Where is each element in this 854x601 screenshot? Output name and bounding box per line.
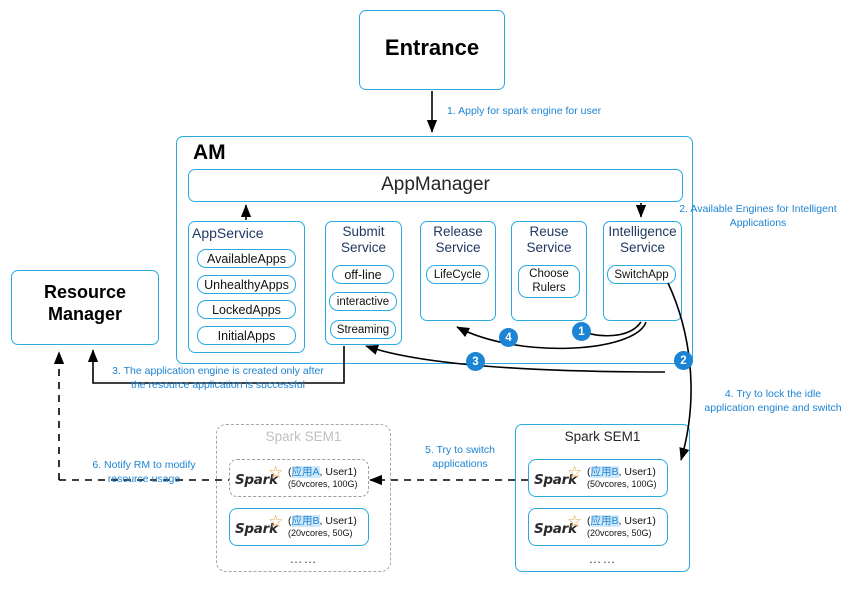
service-title-appservice: AppService: [192, 225, 264, 241]
engine-text: (应用A, User1) (50vcores, 100G): [287, 466, 368, 490]
step-badge-2: 2: [674, 351, 693, 370]
submitservice-item-offline[interactable]: off-line: [332, 265, 394, 284]
spark-wordmark: Spark: [235, 521, 278, 537]
annotation-1: 1. Apply for spark engine for user: [447, 105, 602, 117]
annotation-4: 4. Try to lock the idle application engi…: [704, 388, 842, 414]
engine-app-name: 应用B: [590, 466, 619, 479]
service-title-submitservice: Submit Service: [340, 224, 386, 255]
engine-app-name: 应用B: [291, 515, 320, 528]
engine-text: (应用B, User1) (20vcores, 50G): [287, 515, 368, 539]
sem-left-engine-1[interactable]: Spark ☆ (应用B, User1) (20vcores, 50G): [229, 508, 369, 546]
resource-manager-box[interactable]: [11, 270, 159, 345]
sem-right-box: [515, 424, 690, 572]
engine-user: User1: [325, 466, 354, 479]
spark-logo-icon: Spark ☆: [235, 512, 287, 540]
sem-left-engine-0[interactable]: Spark ☆ (应用A, User1) (50vcores, 100G): [229, 459, 369, 497]
appservice-item-initialapps[interactable]: InitialApps: [197, 326, 296, 345]
sem-right-title: Spark SEM1: [564, 429, 641, 444]
spark-wordmark: Spark: [235, 472, 278, 488]
engine-user: User1: [624, 515, 653, 528]
entrance-label: Entrance: [384, 35, 480, 60]
sem-right-ellipsis: ……: [588, 551, 617, 566]
spark-logo-icon: Spark ☆: [534, 463, 586, 491]
service-title-intelligenceservice: Intelligence Service: [608, 224, 677, 255]
sem-left-box: [216, 424, 391, 572]
engine-resources: (50vcores, 100G): [288, 478, 358, 489]
step-badge-4: 4: [499, 328, 518, 347]
appservice-item-availableapps[interactable]: AvailableApps: [197, 249, 296, 268]
sem-left-ellipsis: ……: [289, 551, 318, 566]
am-title: AM: [193, 141, 226, 164]
spark-star-icon: ☆: [268, 463, 284, 482]
engine-app-line: (应用B, User1): [288, 515, 357, 528]
spark-star-icon: ☆: [567, 512, 583, 531]
appmanager-label: AppManager: [381, 174, 490, 195]
engine-text: (应用B, User1) (50vcores, 100G): [586, 466, 667, 490]
intelligenceservice-item-switchapp[interactable]: SwitchApp: [607, 265, 676, 284]
service-title-reuseservice: Reuse Service: [526, 224, 572, 255]
sem-right-engine-1[interactable]: Spark ☆ (应用B, User1) (20vcores, 50G): [528, 508, 668, 546]
annotation-6: 6. Notify RM to modify resource usage: [92, 459, 196, 485]
appmanager-box[interactable]: [188, 169, 683, 202]
engine-app-line: (应用B, User1): [587, 466, 656, 479]
sem-left-title: Spark SEM1: [265, 429, 342, 444]
engine-app-name: 应用A: [291, 466, 320, 479]
submitservice-item-interactive[interactable]: interactive: [329, 292, 397, 311]
appservice-item-unhealthyapps[interactable]: UnhealthyApps: [197, 275, 296, 294]
engine-resources: (50vcores, 100G): [587, 478, 657, 489]
entrance-box[interactable]: [359, 10, 505, 90]
releaseservice-item-lifecycle[interactable]: LifeCycle: [426, 265, 489, 284]
annotation-3: 3. The application engine is created onl…: [112, 365, 324, 391]
engine-app-name: 应用B: [590, 515, 619, 528]
annotation-2: 2. Available Engines for Intelligent App…: [679, 203, 837, 229]
spark-star-icon: ☆: [567, 463, 583, 482]
engine-user: User1: [325, 515, 354, 528]
step-badge-1: 1: [572, 322, 591, 341]
spark-wordmark: Spark: [534, 472, 577, 488]
spark-star-icon: ☆: [268, 512, 284, 531]
spark-logo-icon: Spark ☆: [235, 463, 287, 491]
appservice-item-lockedapps[interactable]: LockedApps: [197, 300, 296, 319]
sem-right-engine-0[interactable]: Spark ☆ (应用B, User1) (50vcores, 100G): [528, 459, 668, 497]
spark-wordmark: Spark: [534, 521, 577, 537]
annotation-5: 5. Try to switch applications: [424, 444, 496, 470]
submitservice-item-streaming[interactable]: Streaming: [330, 320, 396, 339]
service-title-releaseservice: Release Service: [433, 224, 483, 255]
engine-text: (应用B, User1) (20vcores, 50G): [586, 515, 667, 539]
engine-resources: (20vcores, 50G): [587, 527, 652, 538]
engine-app-line: (应用B, User1): [587, 515, 656, 528]
step-badge-3: 3: [466, 352, 485, 371]
engine-app-line: (应用A, User1): [288, 466, 357, 479]
reuseservice-item-chooserulers[interactable]: Choose Rulers: [518, 265, 580, 298]
engine-user: User1: [624, 466, 653, 479]
spark-logo-icon: Spark ☆: [534, 512, 586, 540]
resource-manager-label: Resource Manager: [43, 282, 127, 324]
engine-resources: (20vcores, 50G): [288, 527, 353, 538]
